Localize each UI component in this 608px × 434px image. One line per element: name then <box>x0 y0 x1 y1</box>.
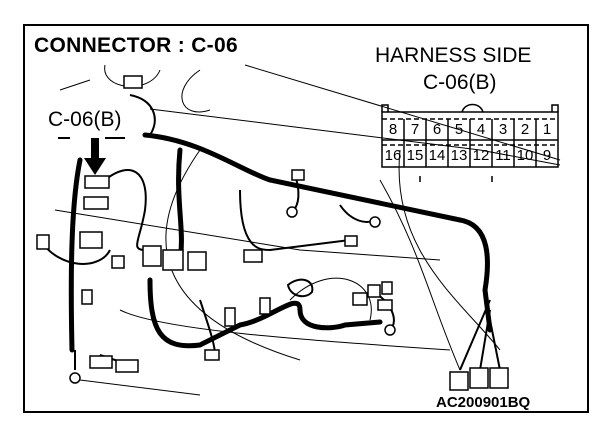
connector-face <box>381 103 559 182</box>
pin-number: 14 <box>428 147 446 164</box>
pin-number: 7 <box>410 121 420 138</box>
figure-code: AC200901BQ <box>436 394 531 411</box>
connector-title: CONNECTOR : C-06 <box>34 34 238 57</box>
pin-number: 4 <box>476 121 486 138</box>
pin-number: 15 <box>406 147 424 164</box>
connector-callout-label: C-06(B) <box>48 108 122 131</box>
pin-number: 2 <box>520 121 530 138</box>
figure-frame <box>23 24 589 413</box>
harness-connector-id: C-06(B) <box>423 71 497 94</box>
pin-number: 8 <box>388 121 398 138</box>
pin-number: 9 <box>542 147 552 164</box>
harness-side-label: HARNESS SIDE <box>375 44 532 67</box>
pin-number: 10 <box>516 147 534 164</box>
connectors <box>36 75 509 391</box>
pin-number: 16 <box>384 147 402 164</box>
pin-number: 1 <box>542 121 552 138</box>
locator-arrow <box>58 137 125 175</box>
pin-number: 6 <box>432 121 442 138</box>
pin-number: 5 <box>454 121 464 138</box>
main-harness <box>68 132 493 353</box>
pin-number: 13 <box>450 147 468 164</box>
pin-number: 12 <box>472 147 490 164</box>
pin-number: 3 <box>498 121 508 138</box>
pin-number: 11 <box>495 147 511 164</box>
